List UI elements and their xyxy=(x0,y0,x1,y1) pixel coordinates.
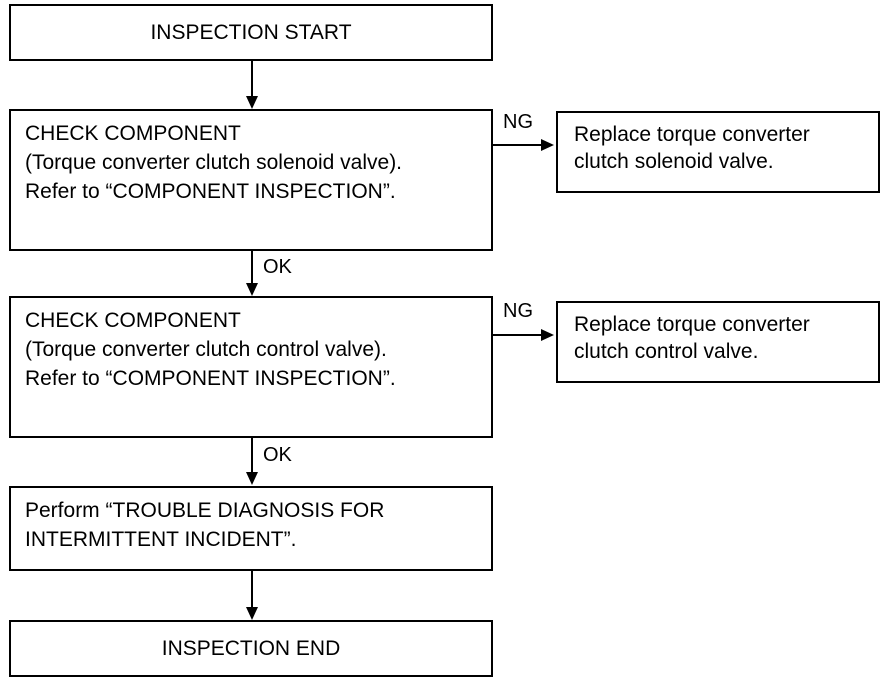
connector-step3-to-end xyxy=(251,571,253,609)
step2-ng-result-line1: Replace torque converter xyxy=(574,313,810,336)
step1-reference: Refer to “COMPONENT INSPECTION”. xyxy=(25,180,396,203)
inspection-start-label: INSPECTION START xyxy=(150,20,352,44)
arrow-down-icon xyxy=(246,472,258,485)
arrow-down-icon xyxy=(246,607,258,620)
connector-step1-ng xyxy=(493,144,543,146)
step2-reference: Refer to “COMPONENT INSPECTION”. xyxy=(25,367,396,390)
step1-detail: (Torque converter clutch solenoid valve)… xyxy=(25,151,403,174)
step1-ok-label: OK xyxy=(263,256,292,278)
arrow-right-icon xyxy=(541,329,554,341)
connector-step1-to-step2 xyxy=(251,251,253,285)
step1-title: CHECK COMPONENT xyxy=(25,122,241,145)
connector-step2-to-step3 xyxy=(251,438,253,474)
step1-ng-label: NG xyxy=(503,111,533,133)
inspection-start-box: INSPECTION START xyxy=(9,4,493,61)
arrow-down-icon xyxy=(246,96,258,109)
connector-step2-ng xyxy=(493,334,543,336)
step1-ng-result-line1: Replace torque converter xyxy=(574,123,810,146)
check-component-control-valve-box: CHECK COMPONENT (Torque converter clutch… xyxy=(9,296,493,438)
step3-line1: Perform “TROUBLE DIAGNOSIS FOR xyxy=(25,499,385,522)
replace-solenoid-valve-box: Replace torque converter clutch solenoid… xyxy=(556,111,880,193)
check-component-solenoid-box: CHECK COMPONENT (Torque converter clutch… xyxy=(9,109,493,251)
step2-detail: (Torque converter clutch control valve). xyxy=(25,338,387,361)
arrow-down-icon xyxy=(246,283,258,296)
step2-ng-label: NG xyxy=(503,300,533,322)
step1-ng-result-line2: clutch solenoid valve. xyxy=(574,150,774,173)
step3-line2: INTERMITTENT INCIDENT”. xyxy=(25,528,297,551)
inspection-end-label: INSPECTION END xyxy=(161,636,341,660)
step2-ng-result-line2: clutch control valve. xyxy=(574,340,759,363)
perform-trouble-diagnosis-box: Perform “TROUBLE DIAGNOSIS FOR INTERMITT… xyxy=(9,486,493,571)
inspection-end-box: INSPECTION END xyxy=(9,620,493,677)
step2-title: CHECK COMPONENT xyxy=(25,309,241,332)
connector-start-to-step1 xyxy=(251,61,253,98)
step2-ok-label: OK xyxy=(263,444,292,466)
replace-control-valve-box: Replace torque converter clutch control … xyxy=(556,301,880,383)
arrow-right-icon xyxy=(541,139,554,151)
